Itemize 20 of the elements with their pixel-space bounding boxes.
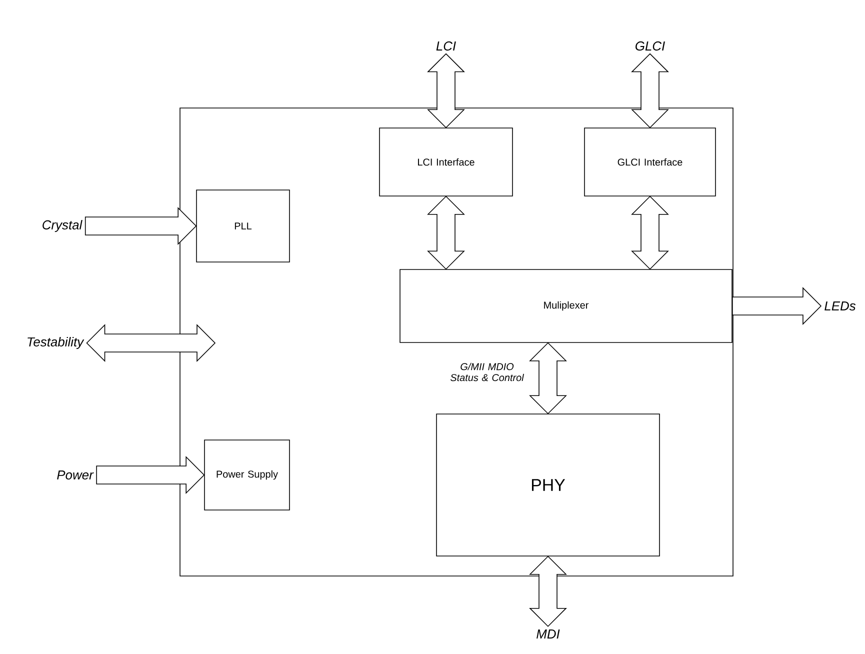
block-box: Muliplexer [400,269,732,343]
block-arrow [631,53,669,128]
signal-label: Crystal [42,220,82,232]
block-box: GLCI Interface [584,128,716,196]
signal-label: GLCI [636,41,665,51]
block-box: LCI Interface [379,128,513,196]
block-arrow [732,287,822,325]
block-box: PLL [196,190,290,262]
edge-label: G/MII MDIO Status & Control [450,362,524,382]
signal-label: LCI [436,41,456,51]
signal-label: MDI [536,630,560,638]
block-arrow [427,53,465,128]
signal-label: Testability [28,336,84,350]
block-box: Power Supply [204,440,290,510]
block-arrow [86,324,216,362]
signal-label: Power [57,470,94,480]
block-arrow [84,207,197,245]
block-box: PHY [436,414,660,556]
signal-label: LEDs [824,301,856,310]
block-arrow [96,456,205,494]
